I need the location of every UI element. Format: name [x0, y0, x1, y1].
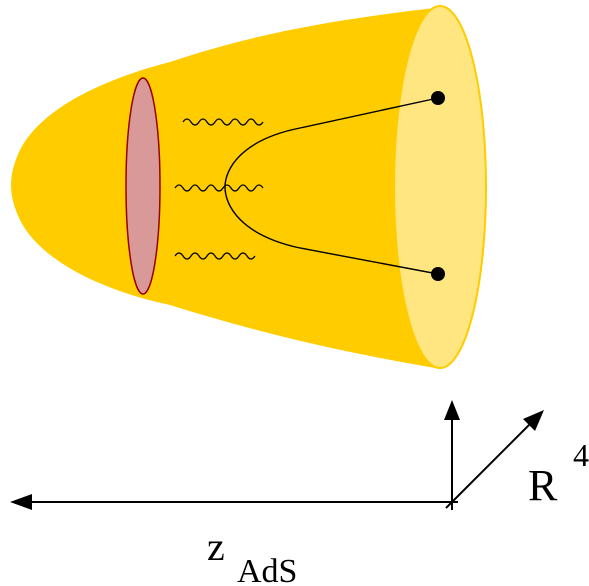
quark-endpoint-bottom	[431, 267, 445, 281]
ir-cutoff-disk	[125, 77, 161, 295]
ads-subscript: AdS	[237, 553, 297, 586]
wavy-line-top	[182, 118, 264, 126]
z-label: z	[207, 524, 225, 569]
r-superscript: 4	[573, 437, 589, 473]
vertical-arrowhead	[444, 400, 460, 420]
r-label: R	[528, 461, 558, 510]
string-curve	[224, 97, 439, 275]
boundary-cap	[393, 5, 487, 369]
quark-endpoint-top	[431, 91, 445, 105]
r4-axis	[445, 421, 533, 509]
z-ads-arrowhead	[10, 494, 32, 510]
r4-arrowhead	[523, 410, 544, 431]
wavy-line-bottom	[174, 252, 256, 260]
wavy-line-middle	[174, 184, 264, 192]
